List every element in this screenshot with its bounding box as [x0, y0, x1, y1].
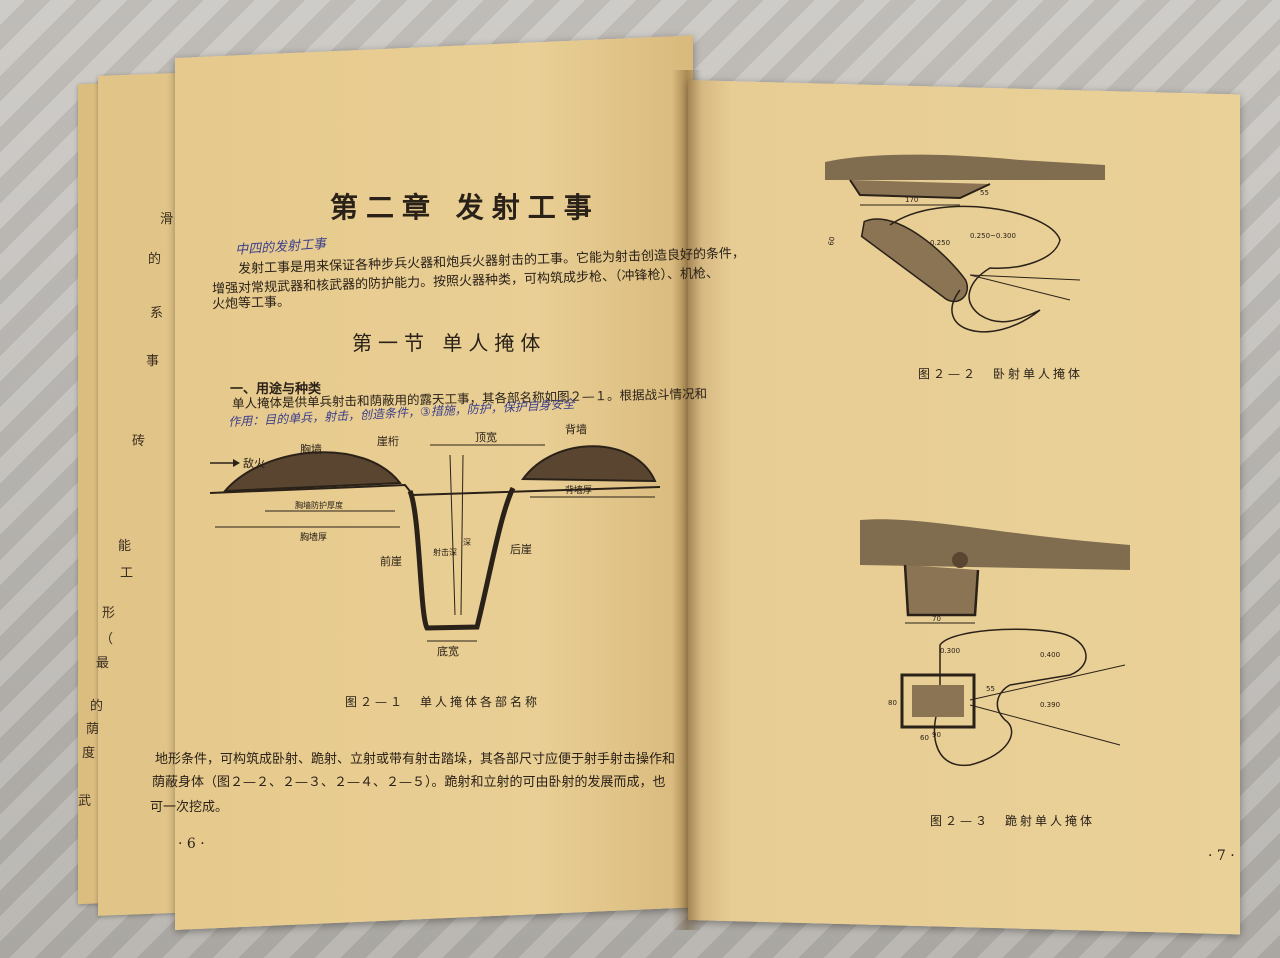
label-b: 0.250 — [930, 239, 950, 247]
label-enemy-fire: 敌火 — [243, 456, 265, 470]
dim-left: 60 — [827, 236, 836, 246]
figure-2-1-diagram: 敌火 胸墙 崖桁 顶宽 背墙 胸墙防护厚度 胸墙厚 背墙厚 前崖 后崖 底宽 射… — [209, 422, 661, 658]
label-bottom-width: 底宽 — [437, 644, 459, 658]
book-gutter — [672, 70, 702, 930]
margin-char: 武 — [78, 794, 92, 809]
label-a: 0.250~0.300 — [970, 232, 1016, 240]
dim-side: 55 — [980, 189, 989, 197]
margin-char: 形 — [102, 606, 116, 621]
dim-0390: 0.390 — [1040, 701, 1060, 709]
margin-char: 最 — [96, 656, 110, 671]
body-paragraph-line: 可一次挖成。 — [150, 800, 229, 815]
margin-char: 工 — [120, 566, 134, 581]
body-paragraph-line: 荫蔽身体（图２—２、２—３、２—４、２—５）。跪射和立射的可由卧射的发展而成，也 — [152, 775, 666, 790]
dim-55: 55 — [986, 685, 995, 693]
margin-char: 的 — [148, 252, 162, 267]
figure-2-3-caption: 图２—３ 跪射单人掩体 — [930, 814, 1096, 828]
label-front-slope: 前崖 — [380, 554, 402, 568]
label-depth-2: 深 — [463, 538, 471, 547]
page-number-left: · 6 · — [178, 836, 205, 852]
margin-char: 滑 — [160, 212, 174, 227]
margin-char: 系 — [150, 306, 164, 321]
margin-char: 事 — [146, 354, 160, 369]
label-back-thick: 背墙厚 — [565, 484, 592, 496]
body-paragraph-line: 地形条件，可构筑成卧射、跪射、立射或带有射击踏垛，其各部尺寸应便于射手射击操作和 — [155, 752, 676, 767]
label-rear-slope: 后崖 — [510, 543, 532, 556]
chapter-title: 第二章 发射工事 — [330, 191, 600, 224]
label-top-width: 顶宽 — [475, 430, 497, 444]
margin-char: 的 — [90, 699, 104, 714]
margin-char: 度 — [82, 746, 96, 761]
label-back-wall: 背墙 — [565, 422, 587, 436]
margin-char: 砖 — [132, 434, 146, 449]
label-parapet-protect: 胸墙防护厚度 — [295, 500, 343, 510]
label-parapet: 胸墙 — [300, 442, 322, 456]
dim-bottom: 170 — [905, 196, 918, 204]
dim-0400: 0.400 — [1040, 651, 1060, 659]
section-title: 第一节 单人掩体 — [352, 331, 547, 355]
subsection-title: 一、用途与种类 — [230, 382, 322, 397]
dim-70: 70 — [932, 615, 941, 623]
dim-0300: 0.300 — [940, 647, 960, 655]
label-rim: 崖桁 — [377, 434, 399, 448]
margin-char: （ — [100, 632, 114, 647]
margin-char: 能 — [118, 539, 132, 554]
label-parapet-thick: 胸墙厚 — [300, 531, 327, 543]
margin-char: 荫 — [86, 722, 100, 737]
figure-2-2-diagram: 170 55 60 0.250~0.300 0.250 — [825, 154, 1105, 333]
dim-60: 60 — [920, 734, 929, 742]
intro-line: 火炮等工事。 — [211, 294, 291, 313]
figure-2-2-caption: 图２—２ 卧射单人掩体 — [918, 367, 1084, 381]
dim-90: 90 — [932, 731, 941, 739]
label-depth-1: 射击深 — [433, 547, 457, 557]
figure-2-3-diagram: 70 0.300 0.400 0.390 80 55 90 60 — [860, 519, 1130, 766]
dim-80: 80 — [888, 699, 897, 707]
page-number-right: · 7 · — [1208, 848, 1235, 864]
figure-2-1-caption: 图２—１ 单人掩体各部名称 — [345, 695, 541, 709]
